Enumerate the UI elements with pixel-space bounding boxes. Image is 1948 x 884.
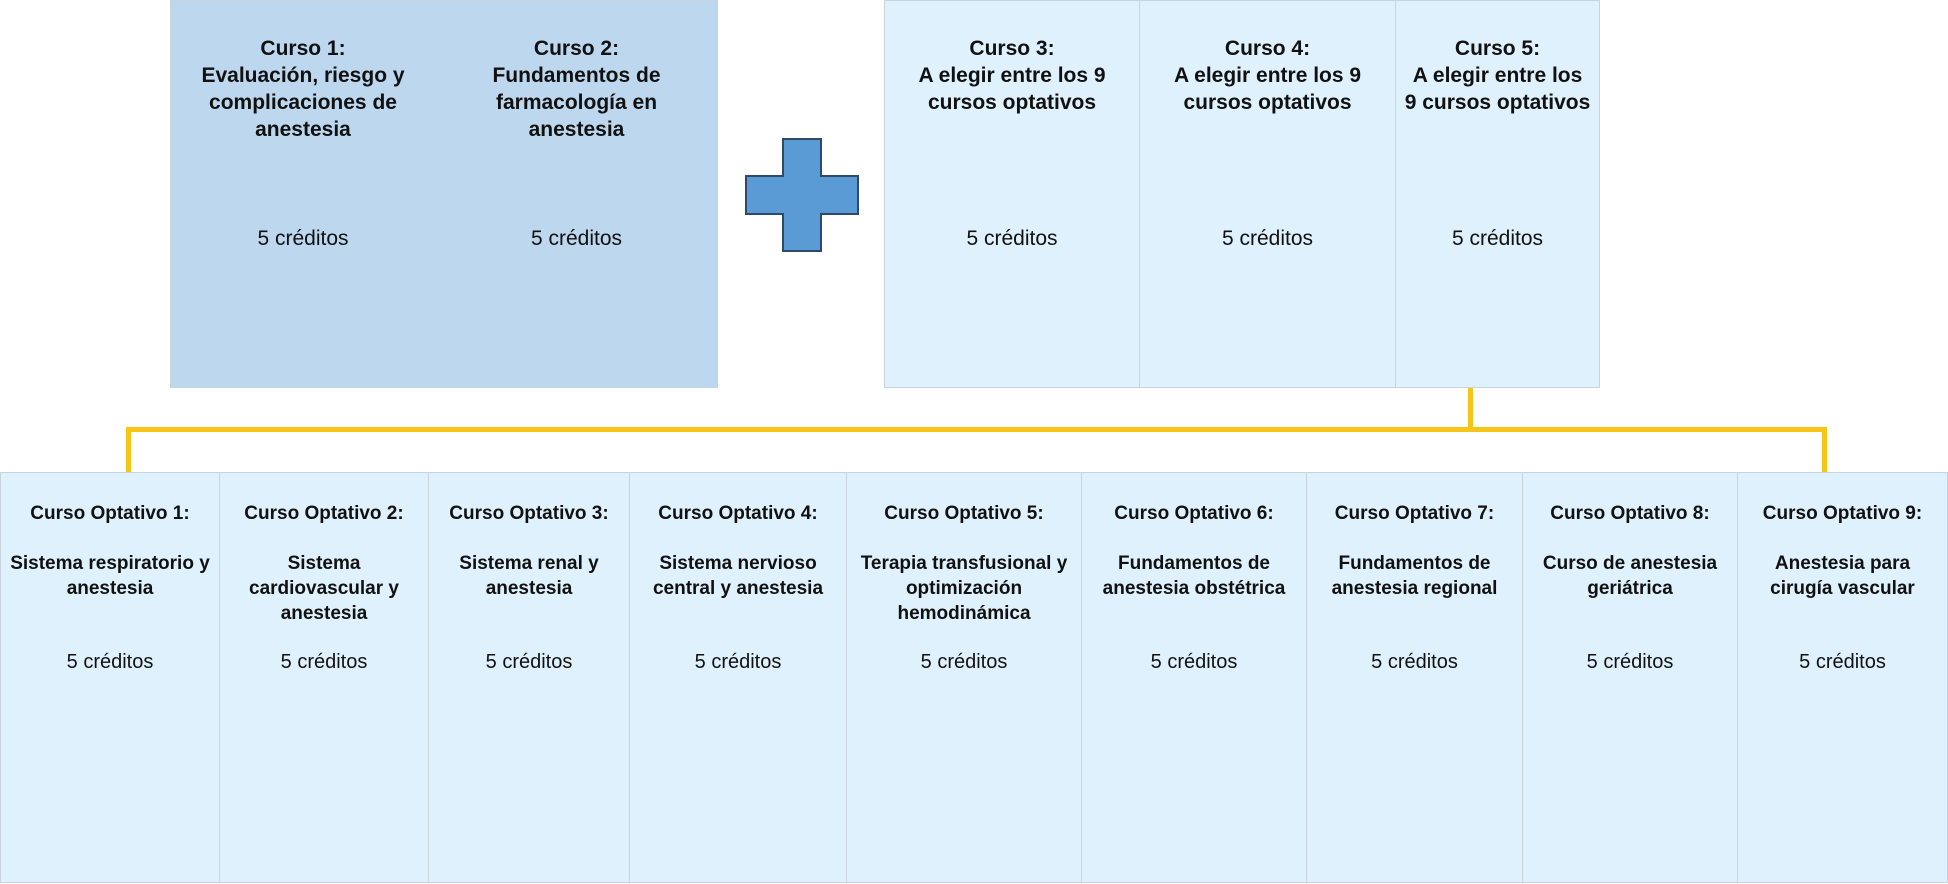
elective-slot-4-credits: 5 créditos — [1221, 227, 1314, 250]
elective-slot-3-credits: 5 créditos — [966, 227, 1058, 250]
optional-course-1: Curso Optativo 1: Sistema respiratorio y… — [0, 472, 220, 883]
optional-course-7-heading: Curso Optativo 7: — [1334, 503, 1495, 524]
optional-course-8: Curso Optativo 8: Curso de anestesia ger… — [1522, 472, 1738, 883]
optional-course-3-credits: 5 créditos — [485, 651, 573, 673]
optional-course-3: Curso Optativo 3: Sistema renal y aneste… — [428, 472, 630, 883]
optional-course-6-heading: Curso Optativo 6: — [1114, 503, 1274, 524]
optional-course-1-credits: 5 créditos — [66, 651, 154, 673]
optional-course-6-name: Fundamentos de anestesia obstétrica — [1102, 553, 1286, 599]
optional-course-4-heading: Curso Optativo 4: — [658, 503, 818, 524]
elective-slot-5-credits: 5 créditos — [1451, 227, 1544, 250]
optional-course-5-heading: Curso Optativo 5: — [884, 503, 1044, 524]
connector-right-drop — [1822, 427, 1827, 472]
optional-course-2-name: Sistema cardiovascular y anestesia — [249, 553, 399, 624]
optional-course-6: Curso Optativo 6: Fundamentos de anestes… — [1081, 472, 1307, 883]
connector-stem — [1468, 388, 1473, 432]
optional-course-4-credits: 5 créditos — [694, 651, 782, 673]
core-course-1: Curso 1: Evaluación, riesgo y complicaci… — [171, 1, 435, 387]
optional-course-7-credits: 5 créditos — [1371, 651, 1458, 673]
optional-course-2-heading: Curso Optativo 2: — [244, 503, 404, 524]
optional-course-4: Curso Optativo 4: Sistema nervioso centr… — [629, 472, 847, 883]
optional-course-7-name: Fundamentos de anestesia regional — [1331, 553, 1498, 599]
optional-course-8-name: Curso de anestesia geriátrica — [1542, 553, 1718, 599]
optional-course-9-credits: 5 créditos — [1799, 651, 1886, 673]
core-course-2-credits: 5 créditos — [530, 227, 623, 250]
optional-course-7: Curso Optativo 7: Fundamentos de anestes… — [1306, 472, 1523, 883]
optional-course-5-credits: 5 créditos — [920, 651, 1008, 673]
core-course-1-credits: 5 créditos — [257, 227, 349, 250]
optional-courses-row: Curso Optativo 1: Sistema respiratorio y… — [0, 472, 1948, 883]
optional-course-9-name: Anestesia para cirugía vascular — [1770, 553, 1915, 599]
optional-course-6-credits: 5 créditos — [1150, 651, 1238, 673]
core-courses-block: Curso 1: Evaluación, riesgo y complicaci… — [170, 0, 718, 388]
optional-course-1-name: Sistema respiratorio y anestesia — [10, 553, 210, 599]
optional-course-2: Curso Optativo 2: Sistema cardiovascular… — [219, 472, 429, 883]
optional-course-8-heading: Curso Optativo 8: — [1550, 503, 1710, 524]
optional-course-5: Curso Optativo 5: Terapia transfusional … — [846, 472, 1082, 883]
elective-slot-4-title: Curso 4: A elegir entre los 9 cursos opt… — [1173, 37, 1362, 114]
core-course-2: Curso 2: Fundamentos de farmacología en … — [435, 1, 717, 387]
optional-course-2-credits: 5 créditos — [280, 651, 368, 673]
optional-course-4-name: Sistema nervioso central y anestesia — [652, 553, 824, 599]
optional-course-3-heading: Curso Optativo 3: — [449, 503, 609, 524]
optional-course-5-name: Terapia transfusional y optimización hem… — [860, 553, 1068, 624]
connector-bar — [126, 427, 1827, 432]
elective-slot-5-title: Curso 5: A elegir entre los 9 cursos opt… — [1404, 37, 1591, 114]
optional-course-1-heading: Curso Optativo 1: — [30, 503, 190, 524]
core-course-2-title: Curso 2: Fundamentos de farmacología en … — [492, 37, 661, 141]
elective-slot-3: Curso 3: A elegir entre los 9 cursos opt… — [885, 1, 1139, 387]
elective-slots-block: Curso 3: A elegir entre los 9 cursos opt… — [884, 0, 1600, 388]
optional-course-8-credits: 5 créditos — [1586, 651, 1674, 673]
elective-slot-4: Curso 4: A elegir entre los 9 cursos opt… — [1139, 1, 1395, 387]
elective-slot-3-title: Curso 3: A elegir entre los 9 cursos opt… — [918, 37, 1106, 114]
connector-left-drop — [126, 427, 131, 472]
core-course-1-title: Curso 1: Evaluación, riesgo y complicaci… — [201, 37, 405, 141]
optional-course-3-name: Sistema renal y anestesia — [459, 553, 599, 599]
plus-icon — [745, 138, 859, 252]
elective-slot-5: Curso 5: A elegir entre los 9 cursos opt… — [1395, 1, 1599, 387]
optional-course-9: Curso Optativo 9: Anestesia para cirugía… — [1737, 472, 1948, 883]
optional-course-9-heading: Curso Optativo 9: — [1762, 503, 1923, 524]
